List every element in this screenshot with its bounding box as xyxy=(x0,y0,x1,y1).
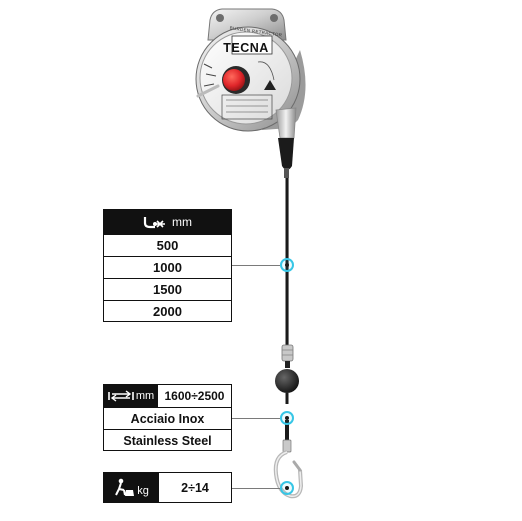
cable-callout-marker xyxy=(280,411,294,425)
cable-length-unit: mm xyxy=(135,390,155,402)
stroke-callout-marker xyxy=(280,258,294,272)
load-leader-line xyxy=(232,488,280,489)
load-label: kg xyxy=(104,473,158,502)
stroke-value-row: 500 xyxy=(104,234,231,256)
load-table: kg 2÷14 xyxy=(103,472,232,503)
stroke-value-row: 1000 xyxy=(104,256,231,278)
balancer-housing xyxy=(195,26,306,132)
cable-material-it: Acciaio Inox xyxy=(104,407,231,429)
stroke-unit: mm xyxy=(172,215,192,229)
stroke-value-row: 1500 xyxy=(104,278,231,300)
stroke-table-header: mm xyxy=(104,210,231,234)
load-capacity-value: 2÷14 xyxy=(158,473,231,502)
cable-stroke-icon xyxy=(143,215,169,229)
stroke-leader-line xyxy=(232,265,280,266)
load-callout-marker xyxy=(280,481,294,495)
cable-length-label: mm xyxy=(104,385,158,407)
cable-length-row: mm 1600÷2500 xyxy=(104,385,231,407)
cable-leader-line xyxy=(232,418,280,419)
stroke-value-row: 2000 xyxy=(104,300,231,322)
cable-length-value: 1600÷2500 xyxy=(164,389,225,403)
cable-material-en: Stainless Steel xyxy=(104,429,231,451)
cable-stopper xyxy=(275,344,299,404)
cable-table: mm 1600÷2500 Acciaio Inox Stainless Stee… xyxy=(103,384,232,451)
weight-load-icon xyxy=(113,478,135,498)
brand-logo: TECNA xyxy=(223,41,269,55)
load-unit: kg xyxy=(137,484,149,497)
cable-outlet xyxy=(275,107,297,178)
stroke-table: mm 500 1000 1500 2000 xyxy=(103,209,232,322)
length-arrows-icon xyxy=(108,390,134,402)
